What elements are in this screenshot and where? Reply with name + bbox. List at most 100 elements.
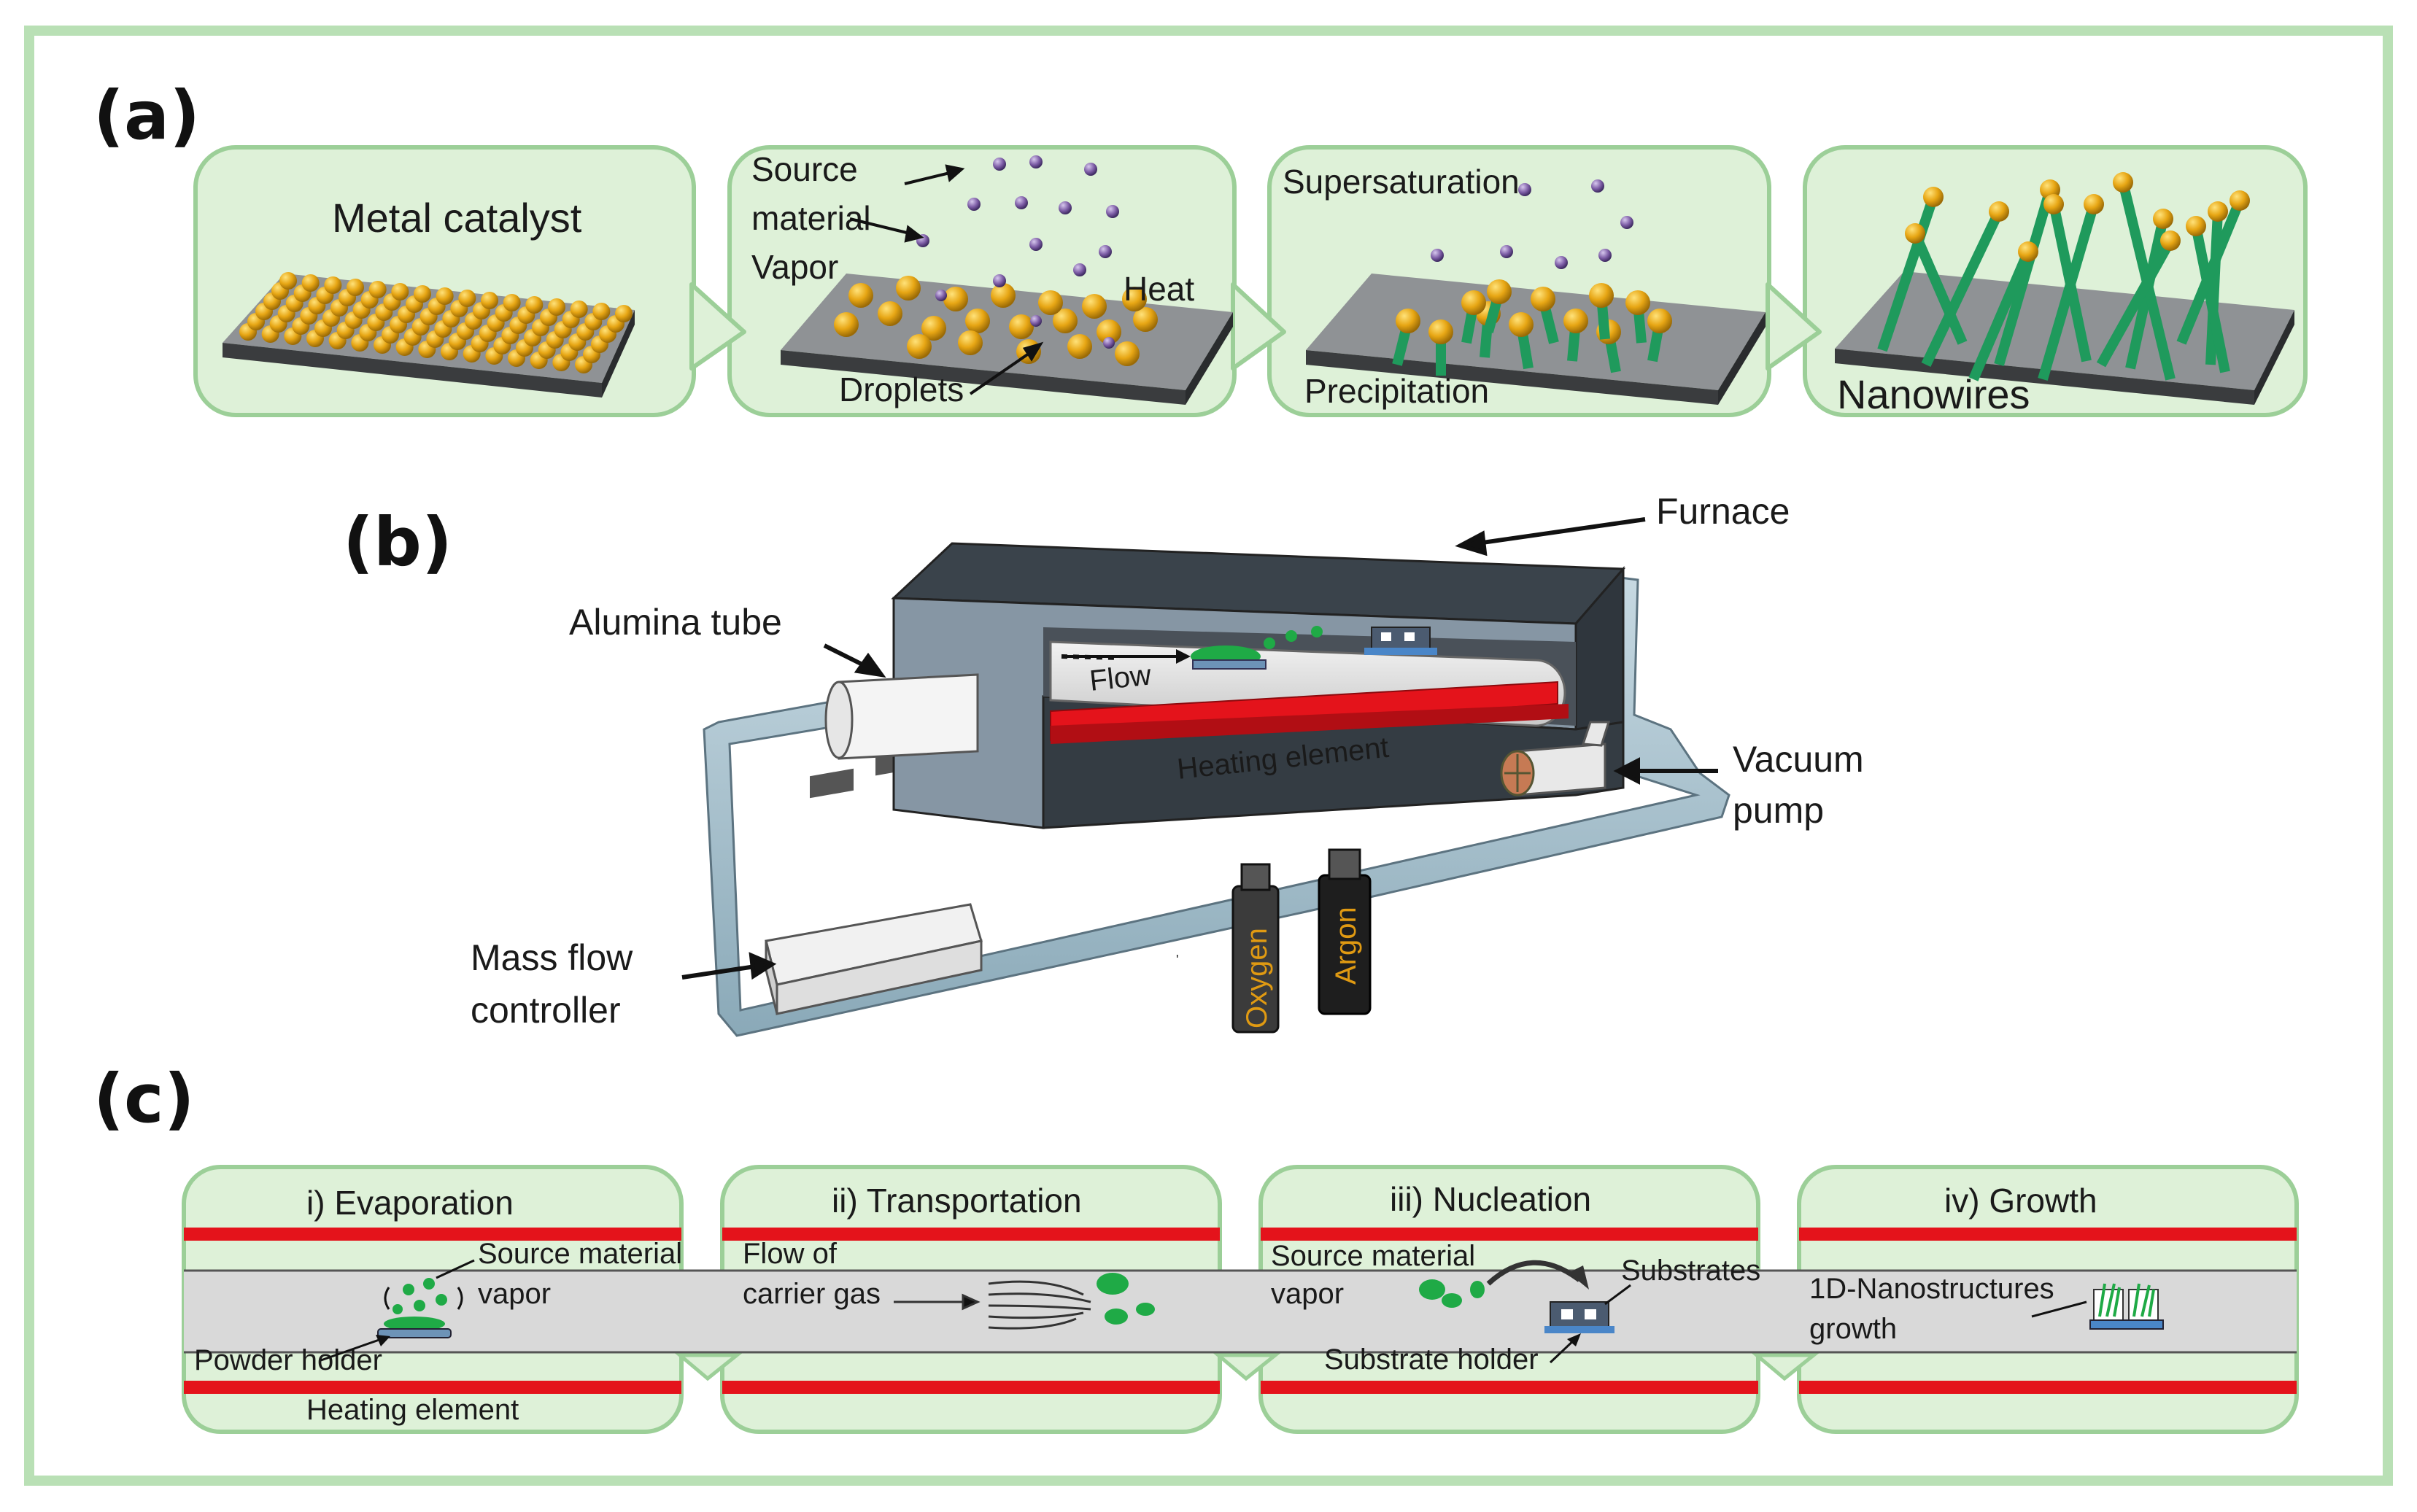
- panel-a-label: (a): [93, 77, 200, 155]
- supersat-vapor: [1431, 249, 1444, 262]
- droplet: [1038, 290, 1063, 315]
- heat-label: Heat: [1124, 270, 1194, 308]
- long-nanowire: [1877, 195, 1938, 352]
- vapor-particles: [916, 155, 1119, 287]
- catalyst-particles: [239, 272, 633, 373]
- panel-a-connectors: [689, 282, 1822, 371]
- evaporation-title: i) Evaporation: [306, 1184, 514, 1222]
- catalyst-particle: [458, 290, 476, 307]
- droplet: [1053, 309, 1078, 333]
- evap-vapor-label: vapor: [478, 1278, 551, 1310]
- catalyst-particle: [301, 274, 320, 292]
- catalyst-cap: [2230, 190, 2250, 211]
- panel-a-pointer-arrows: [849, 164, 1044, 395]
- precipitation-label: Precipitation: [1304, 372, 1489, 410]
- flow-label: Flow: [1088, 659, 1153, 697]
- long-nanowire: [1968, 249, 2033, 381]
- nucleation-scene: [1419, 1260, 1631, 1364]
- evap-source-label: Source material: [478, 1238, 682, 1270]
- catalyst-cap: [1509, 312, 1534, 337]
- catalyst-cap: [1563, 309, 1588, 333]
- droplet: [878, 301, 902, 326]
- precipitation-nanowires: [1392, 179, 1672, 376]
- stray-mark: ': [1176, 953, 1178, 967]
- droplet: [1067, 334, 1092, 359]
- long-nanowire: [2191, 225, 2230, 373]
- droplet: [921, 316, 946, 341]
- catalyst-cap: [1625, 290, 1650, 315]
- panel-c-label: (c): [93, 1060, 195, 1138]
- droplet: [1082, 294, 1107, 319]
- droplet: [907, 334, 932, 359]
- transportation-title: ii) Transportation: [832, 1182, 1082, 1220]
- supersat-vapor: [1500, 245, 1513, 258]
- vapor-atom: [1099, 245, 1112, 258]
- supersat-vapor: [1598, 249, 1612, 262]
- long-nanowire: [2049, 203, 2092, 363]
- catalyst-particle: [414, 285, 431, 303]
- long-nanowire: [1994, 188, 2055, 366]
- droplet: [943, 287, 968, 311]
- mass-flow-label: Mass flow: [471, 937, 633, 978]
- controller-label: controller: [471, 990, 621, 1031]
- catalyst-cap: [1461, 290, 1486, 315]
- alumina-tube-label: Alumina tube: [569, 602, 782, 643]
- figure-frame: [24, 26, 2393, 1486]
- droplet: [1097, 319, 1121, 344]
- source-label: Source: [751, 150, 858, 188]
- supersat-vapor: [1555, 256, 1568, 269]
- substrates-label: Substrates: [1621, 1255, 1760, 1287]
- panel-c-tube-bands: [184, 1228, 2297, 1394]
- droplets-label: Droplets: [839, 371, 964, 408]
- catalyst-cap: [2084, 194, 2104, 214]
- catalyst-cap: [1589, 283, 1614, 308]
- substrate-holder-label: Substrate holder: [1324, 1344, 1539, 1376]
- catalyst-particle: [592, 303, 611, 320]
- argon-cylinder: [1318, 848, 1372, 1015]
- catalyst-cap: [1428, 319, 1453, 344]
- catalyst-cap: [1531, 287, 1555, 311]
- evap-heater-label: Heating element: [306, 1394, 519, 1426]
- vapor-atom: [1059, 201, 1072, 214]
- vapor-atom: [1073, 263, 1086, 276]
- flow-of-label: Flow of: [743, 1238, 838, 1270]
- long-nanowire: [1910, 231, 1968, 345]
- catalyst-particle: [391, 283, 409, 301]
- oxygen-cylinder: [1231, 863, 1280, 1034]
- grown-nanowires: [1877, 172, 2250, 381]
- long-nanowire: [2096, 238, 2176, 368]
- droplet: [958, 330, 983, 355]
- vapor-atom: [1029, 155, 1043, 168]
- long-nanowire: [2176, 198, 2245, 345]
- droplet: [1122, 287, 1147, 311]
- long-nanowire: [1921, 209, 2004, 368]
- vacuum-label: Vacuum: [1733, 739, 1864, 780]
- panel-b-label: (b): [343, 503, 452, 581]
- vapor-atom: [1029, 238, 1043, 251]
- long-nanowire: [2205, 211, 2223, 365]
- pump-label: pump: [1733, 790, 1824, 831]
- oxygen-label: Oxygen: [1241, 928, 1273, 1028]
- vapor-atom: [993, 158, 1006, 171]
- catalyst-particle: [503, 294, 521, 311]
- tube-contents: [1061, 626, 1437, 670]
- vapor-atom: [1084, 163, 1097, 176]
- catalyst-particle: [525, 296, 544, 314]
- powder-holder: [320, 1259, 475, 1362]
- argon-label: Argon: [1330, 907, 1362, 985]
- panel-b-pointer-arrows: [681, 517, 1718, 980]
- catalyst-particle: [570, 301, 588, 318]
- metal-catalyst-title: Metal catalyst: [332, 195, 582, 241]
- nuc-vapor-label: vapor: [1271, 1278, 1344, 1310]
- catalyst-cap: [1923, 187, 1944, 207]
- catalyst-particle: [548, 298, 565, 316]
- catalyst-cap: [2160, 230, 2181, 251]
- vapor-atom: [993, 274, 1006, 287]
- vapor-atom: [1015, 196, 1028, 209]
- carrier-gas-label: carrier gas: [743, 1278, 881, 1310]
- droplet: [965, 309, 990, 333]
- catalyst-cap: [1647, 309, 1672, 333]
- precipitation-substrate: [1306, 274, 1766, 405]
- catalyst-cap: [1396, 309, 1420, 333]
